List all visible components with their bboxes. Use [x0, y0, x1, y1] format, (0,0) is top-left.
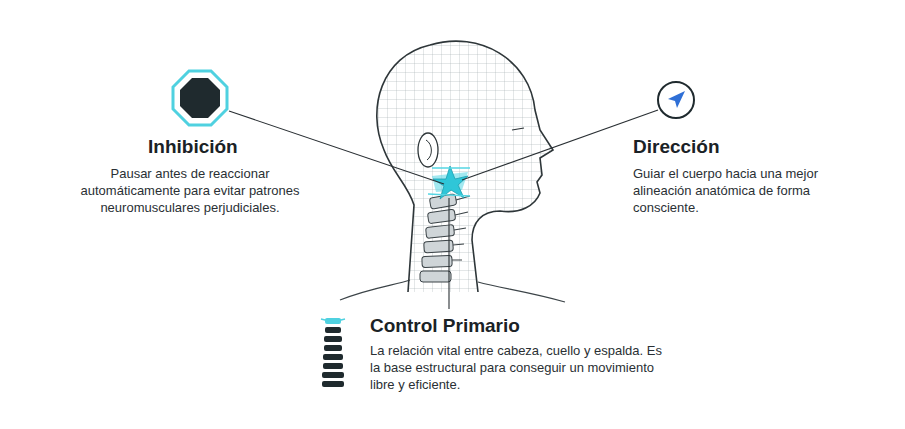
stop-icon: [173, 71, 227, 125]
compass-icon: [658, 82, 694, 118]
primary-control-highlight: [428, 166, 470, 199]
head-outline: [377, 41, 553, 292]
cervical-spine: [420, 194, 470, 282]
section-description: Guiar el cuerpo hacia una mejor alineaci…: [633, 165, 848, 216]
section-description: La relación vital entre cabeza, cuello y…: [370, 342, 665, 393]
section-heading: Inhibición: [148, 136, 238, 158]
eye: [512, 128, 524, 130]
section-heading: Dirección: [633, 136, 720, 158]
section-description: Pausar antes de reaccionar automáticamen…: [80, 165, 300, 216]
head-wireframe: [360, 30, 560, 295]
spine-icon: [321, 318, 345, 387]
ear: [418, 133, 438, 167]
section-heading: Control Primario: [370, 315, 520, 337]
leader-line: [462, 110, 658, 180]
leader-line: [448, 198, 449, 309]
ear-inner: [426, 140, 431, 160]
